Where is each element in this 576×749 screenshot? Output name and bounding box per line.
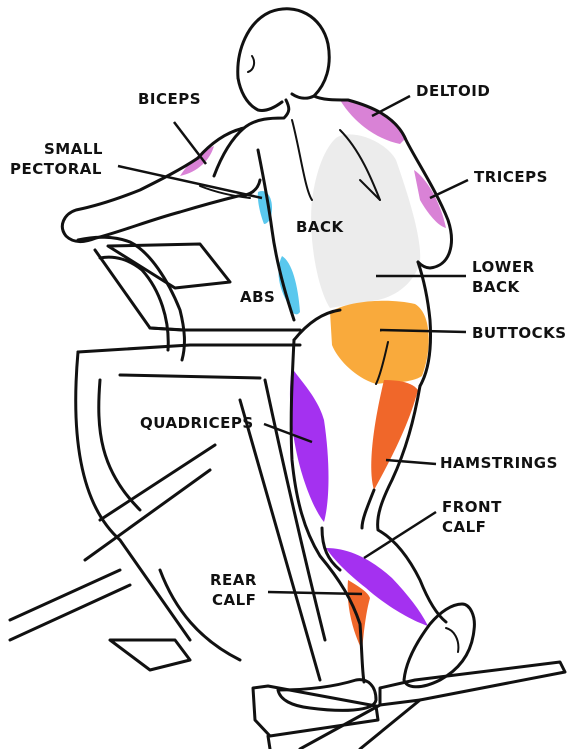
buttocks-muscle	[330, 300, 429, 384]
deltoid-muscle	[340, 100, 406, 144]
label-lower-back-line1: LOWER	[472, 258, 535, 276]
muscle-regions	[180, 100, 446, 650]
triceps-muscle	[414, 170, 446, 228]
leader-lines	[117, 94, 469, 596]
label-deltoid: DELTOID	[416, 82, 491, 100]
label-rear-calf-line1: REAR	[210, 571, 257, 589]
label-front-calf-line1: FRONT	[442, 498, 502, 516]
leader-front-calf	[363, 510, 437, 560]
label-back: BACK	[296, 218, 344, 236]
front-calf-muscle	[326, 548, 428, 626]
label-rear-calf-line2: CALF	[212, 591, 257, 609]
quadriceps-muscle	[289, 368, 329, 522]
label-quadriceps: QUADRICEPS	[140, 414, 254, 432]
label-biceps: BICEPS	[138, 90, 202, 108]
leader-biceps	[173, 121, 207, 165]
label-small-pectoral-line1: SMALL	[44, 140, 103, 158]
biceps-muscle	[180, 146, 214, 176]
label-abs: ABS	[240, 288, 276, 306]
rear-calf-muscle	[347, 580, 370, 650]
label-lower-back-line2: BACK	[472, 278, 520, 296]
leader-rear-calf	[267, 590, 363, 596]
leader-deltoid	[371, 94, 411, 118]
stair-climber-machine	[8, 235, 567, 749]
label-front-calf-line2: CALF	[442, 518, 487, 536]
leader-small-pectoral	[117, 164, 263, 200]
leader-quadriceps	[263, 422, 313, 444]
label-buttocks: BUTTOCKS	[472, 324, 567, 342]
leader-hamstrings	[385, 458, 437, 466]
athlete-outline	[60, 7, 476, 712]
abs-muscle	[278, 256, 300, 315]
label-triceps: TRICEPS	[474, 168, 548, 186]
label-hamstrings: HAMSTRINGS	[440, 454, 558, 472]
leader-buttocks	[379, 328, 467, 334]
leader-triceps	[429, 178, 469, 200]
back-muscle	[311, 134, 421, 308]
hamstrings-muscle	[371, 380, 418, 490]
label-small-pectoral-line2: PECTORAL	[10, 160, 102, 178]
